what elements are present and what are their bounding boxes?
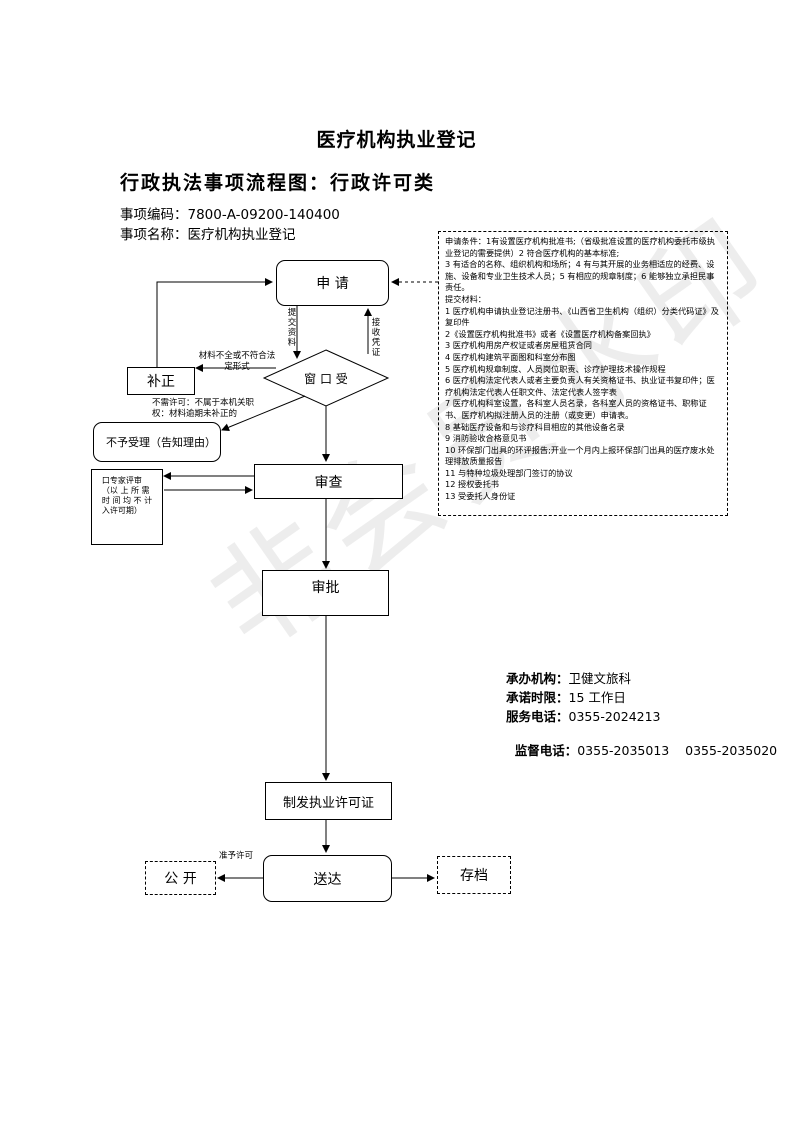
node-publish: 公 开 [145,861,216,895]
info-time-label: 承诺时限： [506,690,569,705]
info-sup-label: 监督电话： [514,743,578,758]
node-reject: 不予受理（告知理由） [93,422,221,462]
doc-subtitle: 行政执法事项流程图：行政许可类 [120,172,436,194]
info-sup-value: 0355-2035013 0355-2035020 [577,743,778,758]
label-grant: 准予许可 [219,851,254,861]
info-supervision: 监督电话：0355-2035013 0355-2035020 [506,725,777,759]
info-org: 承办机构：卫健文旅科 [506,668,631,687]
info-phone-value: 0355-2024213 [568,709,661,724]
node-issue-license: 制发执业许可证 [265,782,392,820]
node-apply: 申 请 [276,260,389,306]
condition-line: 5 医疗机构规章制度、人员岗位职责、诊疗护理技术操作规程 [445,363,666,374]
info-time: 承诺时限：15 工作日 [506,687,626,706]
node-archive: 存档 [437,856,511,894]
item-name: 事项名称：医疗机构执业登记 [120,227,296,243]
info-org-value: 卫健文旅科 [568,671,632,686]
conditions-panel: 申请条件：1有设置医疗机构批准书;（省级批准设置的医疗机构委托市级执业登记的需要… [438,231,728,516]
condition-line: 9 消防验收合格意见书 [445,433,527,444]
info-org-label: 承办机构： [506,671,569,686]
node-approve: 审批 [262,570,389,616]
condition-line: 13 受委托人身份证 [445,491,516,502]
condition-line: 8 基础医疗设备和与诊疗科目相应的其他设备名录 [445,421,625,432]
item-code: 事项编码：7800-A-09200-140400 [120,207,340,223]
label-submit-material: 提交资料 [287,308,297,348]
condition-line: 3 有适合的名称、组织机构和场所；4 有与其开展的业务相适应的经费、设施、设备和… [445,259,715,293]
node-expert-review: 口专家评审 （以 上 所 需 时 间 均 不 计 入许可期） [91,469,163,545]
info-phone: 服务电话：0355-2024213 [506,706,661,725]
condition-line: 7 医疗机构科室设置，各科室人员名录，各科室人员的资格证书、职称证书、医疗机构拟… [445,398,707,420]
info-time-value: 15 工作日 [568,690,626,705]
node-window: 窗 口 受 [304,372,348,386]
node-deliver: 送达 [263,855,392,902]
condition-line: 申请条件：1有设置医疗机构批准书;（省级批准设置的医疗机构委托市级执业登记的需要… [445,236,715,258]
condition-line: 3 医疗机构用房产权证或者房屋租赁合同 [445,340,592,351]
condition-line: 12 授权委托书 [445,479,499,490]
label-receive-cert: 接收凭证 [371,318,381,358]
condition-line: 1 医疗机构申请执业登记注册书、《山西省卫生机构（组织）分类代码证》及复印件 [445,305,719,328]
condition-line: 11 与特种垃圾处理部门签订的协议 [445,467,573,478]
label-not-permitted: 不需许可：不属于本机关职权：材料逾期未补正的 [152,398,255,419]
condition-line: 2《设置医疗机构批准书》或者《设置医疗机构备案回执》 [445,328,655,339]
condition-line: 提交材料： [445,293,486,304]
info-phone-label: 服务电话： [506,709,569,724]
doc-title: 医疗机构执业登记 [316,129,477,151]
condition-line: 6 医疗机构法定代表人或者主要负责人有关资格证书、执业证书复印件；医疗机构法定代… [445,375,715,397]
condition-line: 10 环保部门出具的环评报告;开业一个月内上报环保部门出具的医疗废水处理排放质量… [445,444,715,467]
condition-line: 4 医疗机构建筑平面图和科室分布图 [445,351,576,362]
node-supplement: 补正 [127,367,195,395]
node-review: 审查 [254,464,403,499]
label-incomplete: 材料不全或不符合法定形式 [198,351,276,372]
